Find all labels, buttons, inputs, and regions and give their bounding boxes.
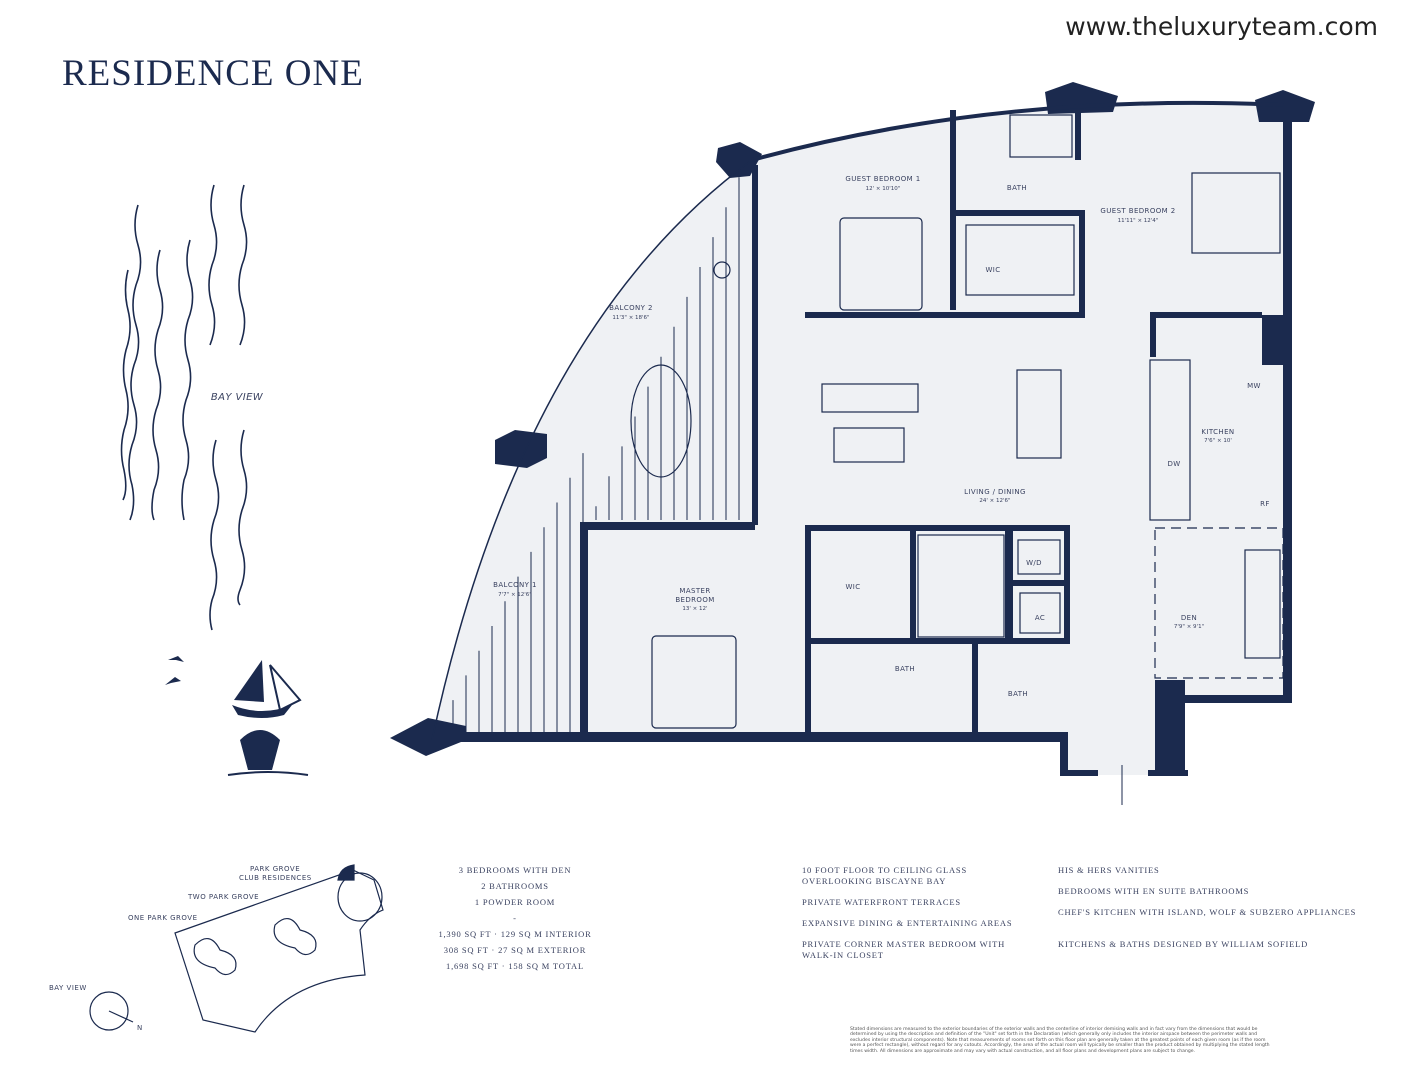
kitchen-dim: 7'6" × 10' <box>1204 438 1232 444</box>
washer-dryer-label: W/D <box>1026 559 1042 567</box>
site-label-two-park-grove: TWO PARK GROVE <box>187 893 259 901</box>
summary-line: 1,698 SQ FT · 158 SQ M TOTAL <box>446 961 584 971</box>
feature-item: 10 FOOT FLOOR TO CEILING GLASS OVERLOOKI… <box>802 865 967 886</box>
living-dining-dim: 24' × 12'6" <box>979 498 1010 504</box>
features-column-2: HIS & HERS VANITIES BEDROOMS WITH EN SUI… <box>1058 865 1358 950</box>
feature-item: CHEF'S KITCHEN WITH ISLAND, WOLF & SUBZE… <box>1058 907 1357 917</box>
page-title: RESIDENCE ONE <box>62 53 364 94</box>
summary-line: 308 SQ FT · 27 SQ M EXTERIOR <box>443 945 587 955</box>
bay-waves-illustration <box>120 184 248 631</box>
features-column-1: 10 FOOT FLOOR TO CEILING GLASS OVERLOOKI… <box>802 865 1032 961</box>
master-bedroom-label: MASTER <box>679 587 710 595</box>
kitchen-label: KITCHEN <box>1201 428 1234 436</box>
room-labels: GUEST BEDROOM 1 12' × 10'10" GUEST BEDRO… <box>493 175 1270 698</box>
guest-bedroom-1-dim: 12' × 10'10" <box>866 186 901 192</box>
site-label-park-grove: PARK GROVE <box>250 865 300 873</box>
master-bedroom-dim: 13' × 12' <box>682 606 707 612</box>
unit-summary: 3 BEDROOMS WITH DEN 2 BATHROOMS 1 POWDER… <box>420 865 610 972</box>
sailboat-illustration <box>165 656 309 776</box>
refrigerator-label: RF <box>1260 500 1270 508</box>
balcony-edge <box>431 159 753 741</box>
summary-line: 2 BATHROOMS <box>481 881 549 891</box>
guest-bedroom-1-label: GUEST BEDROOM 1 <box>845 175 920 183</box>
feature-item: EXPANSIVE DINING & ENTERTAINING AREAS <box>802 918 1013 928</box>
summary-line: 3 BEDROOMS WITH DEN <box>458 865 572 875</box>
summary-line: 1,390 SQ FT · 129 SQ M INTERIOR <box>438 929 592 939</box>
balcony-1-dim: 7'7" × 12'6" <box>498 592 532 598</box>
unit-floor <box>432 102 1292 776</box>
microwave-label: MW <box>1247 382 1261 390</box>
master-wic-label: WIC <box>845 583 860 591</box>
feature-item: HIS & HERS VANITIES <box>1058 865 1160 875</box>
guest-bedroom-2-label: GUEST BEDROOM 2 <box>1100 207 1175 215</box>
master-bedroom-label-2: BEDROOM <box>675 596 714 604</box>
furniture <box>630 114 1284 729</box>
feature-item: PRIVATE CORNER MASTER BEDROOM WITH WALK-… <box>802 939 1006 960</box>
site-label-one-park-grove: ONE PARK GROVE <box>128 914 198 922</box>
bay-view-label: BAY VIEW <box>211 392 264 403</box>
walls <box>390 82 1315 776</box>
wic-label: WIC <box>985 266 1000 274</box>
guest-bedroom-2-dim: 11'11" × 12'4" <box>1118 218 1159 224</box>
feature-item: PRIVATE WATERFRONT TERRACES <box>802 897 961 907</box>
den-dim: 7'9" × 9'1" <box>1174 624 1204 630</box>
site-label-club-residences: CLUB RESIDENCES <box>239 874 312 882</box>
den-label: DEN <box>1181 614 1197 622</box>
summary-line: 1 POWDER ROOM <box>474 897 556 907</box>
balcony-1-label: BALCONY 1 <box>493 581 537 589</box>
powder-bath-label: BATH <box>1008 690 1028 698</box>
ac-label: AC <box>1035 614 1045 622</box>
disclaimer: Stated dimensions are measured to the ex… <box>850 1027 1270 1054</box>
website-url: www.theluxuryteam.com <box>1065 12 1378 41</box>
site-plan <box>89 864 384 1033</box>
master-bath-label: BATH <box>895 665 915 673</box>
north-label: N <box>137 1024 143 1032</box>
feature-item: KITCHENS & BATHS DESIGNED BY WILLIAM SOF… <box>1058 939 1309 949</box>
bath-label: BATH <box>1007 184 1027 192</box>
balcony-2-dim: 11'3" × 18'6" <box>612 315 649 321</box>
window-wall <box>751 100 1284 162</box>
living-dining-label: LIVING / DINING <box>964 488 1026 496</box>
summary-line: - <box>513 913 517 923</box>
dishwasher-label: DW <box>1167 460 1180 468</box>
feature-item: BEDROOMS WITH EN SUITE BATHROOMS <box>1058 886 1250 896</box>
site-label-bay-view: BAY VIEW <box>49 984 87 992</box>
balcony-2-label: BALCONY 2 <box>609 304 653 312</box>
